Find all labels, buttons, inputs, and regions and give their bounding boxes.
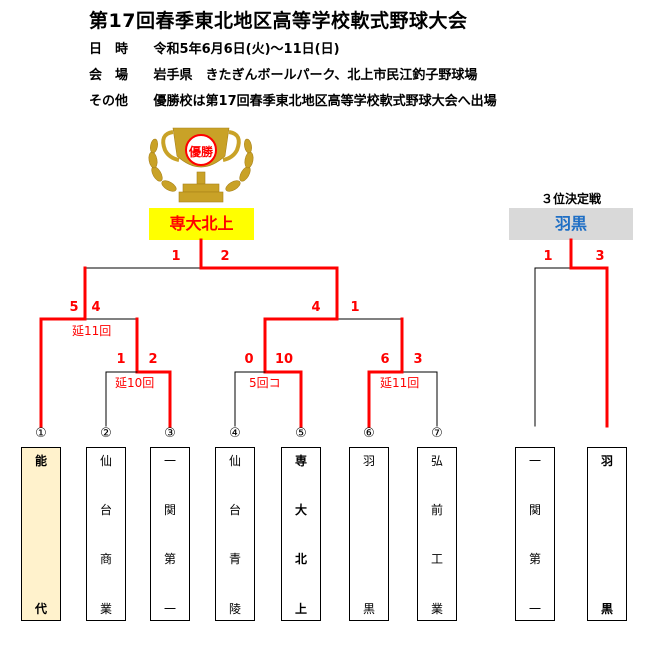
team-char: 一 — [528, 602, 541, 616]
team-char: 黒 — [362, 602, 375, 616]
team-char: 工 — [430, 552, 443, 566]
team-char: 台 — [99, 503, 112, 517]
note-semi-left: 延11回 — [71, 324, 113, 338]
team-char: 黒 — [600, 602, 613, 616]
champion-box: 専大北上 — [149, 208, 254, 240]
score-third-a: 1 — [543, 249, 553, 264]
team-box-sendai-kitakami: 専 大 北 上 — [281, 447, 321, 621]
score-third-b: 3 — [595, 249, 605, 264]
line-third-winner — [569, 238, 609, 428]
info-value: 優勝校は第17回春季東北地区高等学校軟式野球大会へ出場 — [153, 94, 497, 109]
team-char: 羽 — [600, 454, 613, 468]
seed-2: ② — [100, 426, 112, 441]
team-char: 代 — [34, 602, 47, 616]
info-value: 岩手県 きたぎんボールパーク、北上市民江釣子野球場 — [153, 68, 478, 83]
line-third-left — [534, 267, 572, 427]
info-label: 日 時 — [89, 42, 129, 57]
info-venue: 会 場 岩手県 きたぎんボールパーク、北上市民江釣子野球場 — [89, 64, 477, 83]
team-char: 一 — [163, 454, 176, 468]
score-semi-left-b: 4 — [91, 300, 101, 315]
score-semi-left-a: 5 — [69, 300, 79, 315]
team-char: 業 — [430, 602, 443, 616]
team-char: 一 — [528, 454, 541, 468]
page-title: 第17回春季東北地区高等学校軟式野球大会 — [89, 10, 468, 32]
team-box-noshiro: 能 代 — [21, 447, 61, 621]
score-final-left: 1 — [171, 249, 181, 264]
team-char: 商 — [99, 552, 112, 566]
seed-5: ⑤ — [295, 426, 307, 441]
team-box-sendai-seiryo: 仙 台 青 陵 — [215, 447, 255, 621]
line-q23-winner — [135, 370, 172, 428]
team-box-ichinoseki-daiichi: 一 関 第 一 — [150, 447, 190, 621]
seed-6: ⑥ — [363, 426, 375, 441]
score-semi-right-b: 1 — [350, 300, 360, 315]
line-champion — [199, 238, 339, 321]
score-q67-a: 6 — [380, 352, 390, 367]
note-q67: 延11回 — [379, 376, 421, 390]
team-char: 第 — [528, 552, 541, 566]
team-char: 仙 — [228, 454, 241, 468]
team-char: 専 — [294, 454, 307, 468]
team-box-sendai-shogyo: 仙 台 商 業 — [86, 447, 126, 621]
info-label: 会 場 — [89, 68, 129, 83]
score-q45-a: 0 — [244, 352, 254, 367]
info-label: その他 — [89, 94, 129, 109]
team-char: 関 — [163, 503, 176, 517]
info-other: その他 優勝校は第17回春季東北地区高等学校軟式野球大会へ出場 — [89, 90, 497, 109]
team-char: 第 — [163, 552, 176, 566]
score-semi-right-a: 4 — [311, 300, 321, 315]
trophy-icon — [148, 127, 254, 203]
team-box-haguro: 羽 黒 — [349, 447, 389, 621]
score-q67-b: 3 — [413, 352, 423, 367]
team-box-third-haguro: 羽 黒 — [587, 447, 627, 621]
team-char: 能 — [34, 454, 47, 468]
line-semi-right-winner — [263, 317, 339, 428]
line-semi-left-winner — [39, 266, 87, 428]
team-box-hirosaki-kogyo: 弘 前 工 業 — [417, 447, 457, 621]
seed-1: ① — [35, 426, 47, 441]
note-q23: 延10回 — [114, 376, 156, 390]
team-char: 羽 — [362, 454, 375, 468]
team-char: 前 — [430, 503, 443, 517]
line-q67-right — [401, 371, 438, 427]
team-char: 大 — [294, 503, 307, 517]
team-char: 陵 — [228, 602, 241, 616]
team-char: 業 — [99, 602, 112, 616]
team-char: 仙 — [99, 454, 112, 468]
third-place-winner: 羽黒 — [509, 208, 633, 240]
seed-3: ③ — [164, 426, 176, 441]
team-char: 弘 — [430, 454, 443, 468]
trophy-badge — [185, 134, 217, 166]
info-datetime: 日 時 令和5年6月6日(火)〜11日(日) — [89, 38, 340, 57]
team-char: 上 — [294, 602, 307, 616]
third-place-label: ３位決定戦 — [540, 192, 601, 206]
team-box-third-ichinoseki-daiichi: 一 関 第 一 — [515, 447, 555, 621]
line-q67-winner — [367, 317, 404, 428]
trophy-label: 優勝 — [188, 145, 213, 159]
team-char: 北 — [294, 552, 307, 566]
team-char: 一 — [163, 602, 176, 616]
info-value: 令和5年6月6日(火)〜11日(日) — [153, 42, 340, 57]
seed-7: ⑦ — [431, 426, 443, 441]
score-q23-b: 2 — [148, 352, 158, 367]
score-q23-a: 1 — [116, 352, 126, 367]
score-q45-b: 10 — [274, 352, 294, 367]
team-char: 関 — [528, 503, 541, 517]
seed-4: ④ — [229, 426, 241, 441]
team-char: 青 — [228, 552, 241, 566]
score-final-right: 2 — [220, 249, 230, 264]
team-char: 台 — [228, 503, 241, 517]
note-q45: 5回コ — [248, 376, 282, 390]
